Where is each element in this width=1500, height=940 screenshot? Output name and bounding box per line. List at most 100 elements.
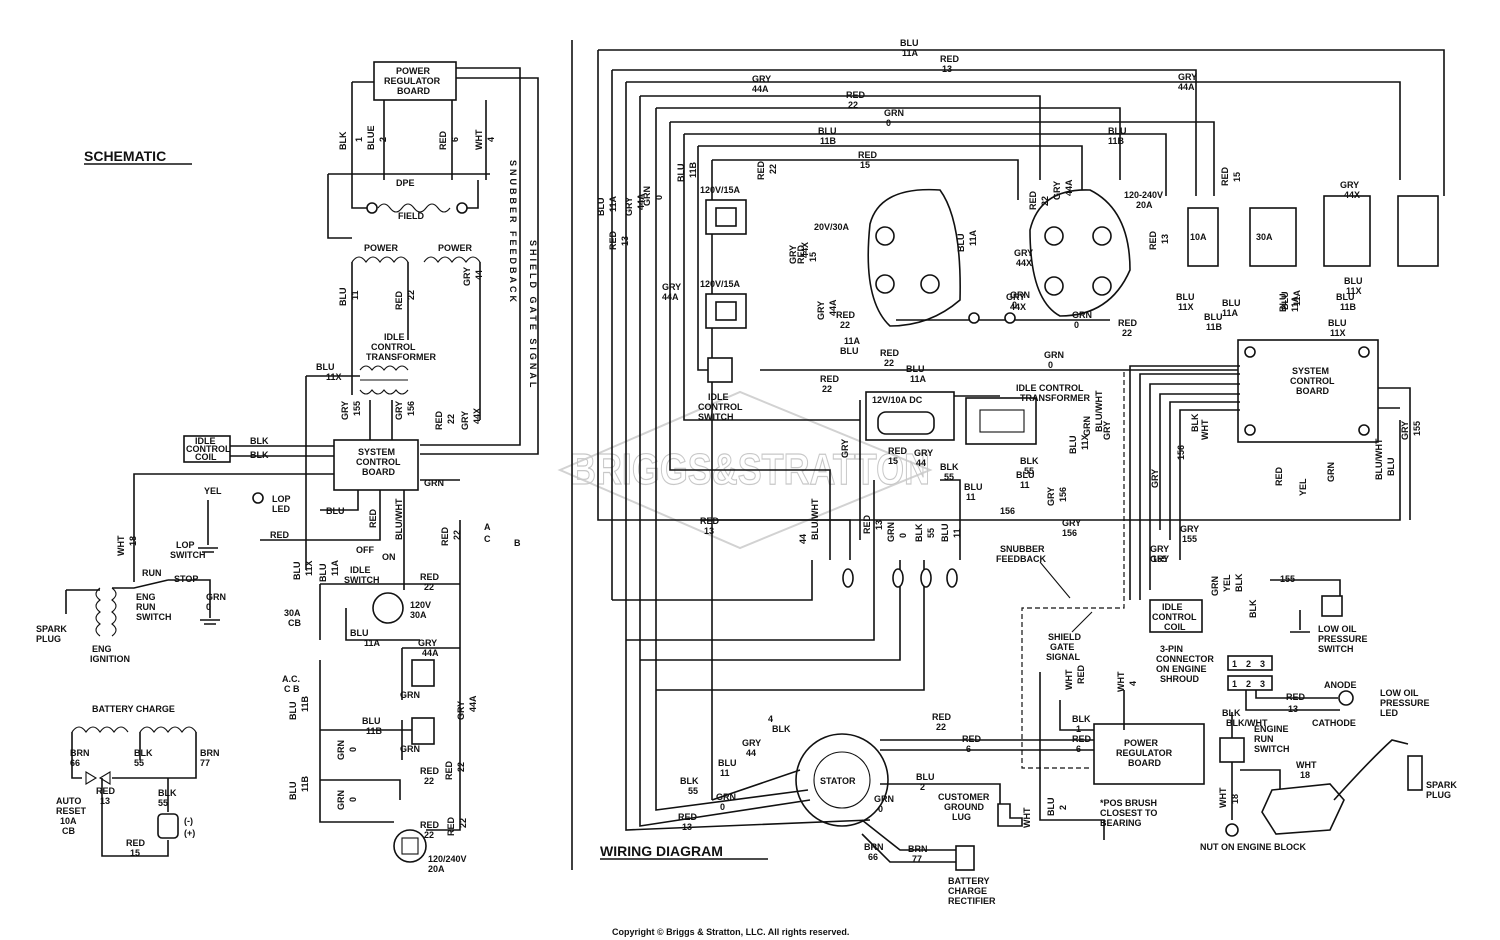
wd-bcr-3: RECTIFIER [948,896,996,906]
sch-wire-labels-40: GRY [418,638,437,648]
wd-wire-labels-16: RED [796,244,806,264]
wd-ignition-module [1261,783,1345,835]
sch-blk55b-1: BLK [158,788,177,798]
sch-wire-labels-41: 44A [422,648,439,658]
wd-wire-labels-95: BLU [1068,436,1078,455]
wd-wire-labels-151: RED [962,734,982,744]
sch-wire-labels-71: C [484,534,491,544]
wd-wire-labels-69: 22 [822,384,832,394]
sch-wire-labels-17: 155 [352,401,362,416]
wd-conn-2: CONNECTOR [1156,654,1214,664]
sch-wire-labels-68: RED [440,526,450,546]
wd-cb-30a [1249,207,1297,267]
wd-idle-control-switch [707,357,733,383]
wd-wire-labels-74: BLU [964,482,983,492]
wd-shield-2: GATE [1050,642,1074,652]
sch-ignition-wires [65,579,220,625]
sch-wire-labels-15: 11X [326,372,342,382]
sch-wire-labels-72: B [514,538,521,548]
wd-engine-run-switch [1219,737,1245,763]
wd-wire-labels-152: 6 [966,744,971,754]
sch-wire-labels-61: 22 [458,818,468,828]
wd-wire-labels-29: 44A [1064,179,1074,196]
sch-prb-wires [351,67,521,446]
wd-conn-1: 3-PIN [1160,644,1183,654]
sch-rec240-2: 20A [428,864,445,874]
sch-wire-labels-26: BLU/WHT [394,498,404,540]
sch-shield-vertical: SHIELD GATE SIGNAL [528,240,538,390]
sch-idle-transformer-3: TRANSFORMER [366,352,436,362]
wd-wire-labels-101: GRY [1150,544,1169,554]
wd-wire-labels-43: 11X [1178,302,1194,312]
sch-wire-labels-22: YEL [204,486,222,496]
wd-dc-label: 12V/10A DC [872,395,923,405]
wd-rec-20v-30a [867,188,961,327]
wd-ics-2: CONTROL [698,402,743,412]
sch-power-windings [351,256,481,263]
sch-wire-labels-33: 11X [304,560,314,576]
wd-wire-labels-133: 6 [1076,744,1081,754]
wd-wire-labels-50: BLU [1328,318,1347,328]
wd-shield-harness [1021,372,1125,769]
sch-30a-wires [319,560,460,641]
sch-stop: STOP [174,574,198,584]
wd-pin-5: 2 [1246,679,1251,689]
wd-anode: ANODE [1324,680,1357,690]
sch-field: FIELD [398,211,424,221]
wd-wire-labels-31: 44X [1016,258,1032,268]
sch-lop-led [252,492,264,504]
wd-wire-labels-120: GRY [1150,554,1169,564]
wd-wire-labels-144: 55 [688,786,698,796]
wd-wire-labels-148: 13 [682,822,692,832]
wd-wire-labels-39: 11A [1222,308,1239,318]
wd-wire-labels-88: 11 [952,528,962,538]
sch-power-left: POWER [364,243,399,253]
wd-spark-lead [1333,739,1409,801]
wd-pos-2: CLOSEST TO [1100,808,1157,818]
wd-rec-120-15-top: 120V/15A [700,185,741,195]
wd-wire-labels-161: RED [1286,692,1306,702]
wd-wire-labels-114: GRY [1102,421,1112,440]
sch-wire-labels-14: BLU [316,362,335,372]
wd-wire-labels-5: 11A [608,195,618,212]
wd-stator [795,733,889,827]
wd-mid-harness [700,369,1401,560]
wd-wire-labels-150: 22 [936,722,946,732]
wd-wire-labels-25: 0 [1012,300,1017,310]
wd-wire-labels-11: 11B [688,161,698,178]
wd-scb-hole-1 [1244,346,1256,358]
wd-top-labels-16: RED [858,150,878,160]
wd-wire-labels-158: 66 [868,852,878,862]
sch-wire-labels-16: GRY [340,401,350,420]
wd-shield-3: SIGNAL [1046,652,1081,662]
wd-conn-3: ON ENGINE [1156,664,1207,674]
wd-pos-1: *POS BRUSH [1100,798,1157,808]
sch-eng-ign-1: ENG [92,644,112,654]
sch-auto-reset-3: 10A [60,816,77,826]
wd-wire-labels-8: GRY [662,282,681,292]
wd-rec-120-15-bot: 120V/15A [700,279,741,289]
sch-wire-labels-57: 0 [348,797,358,802]
sch-brn77-2: 77 [200,758,210,768]
sch-icc-3: COIL [195,452,217,462]
sch-wire-labels-11: 22 [406,290,416,300]
wd-wire-labels-18: RED [836,310,856,320]
sch-eng-ignition-coil [95,587,117,637]
wd-top-labels-7: 22 [848,100,858,110]
wd-system-control-board [1237,339,1379,443]
wd-ics-1: IDLE [708,392,729,402]
wd-rec-120-240-1: 120-240V [1124,190,1163,200]
wd-snubber-2: FEEDBACK [996,554,1047,564]
sch-wire-labels-31: 0 [206,602,211,612]
wd-rec-120-240-2: 20A [1136,200,1153,210]
wd-top-labels-12: BLU [818,126,837,136]
wd-wire-labels-142: 11 [720,768,730,778]
wd-scb-hole-4 [1358,424,1370,436]
sch-wire-labels-62: GRY [456,701,466,720]
wd-wire-labels-33: 0 [1074,320,1079,330]
wd-3pin-connector-top [1227,655,1273,671]
sch-red13-1: RED [96,786,116,796]
wd-wire-labels-165: WHT [1296,760,1317,770]
wd-wire-labels-12: RED [756,160,766,180]
